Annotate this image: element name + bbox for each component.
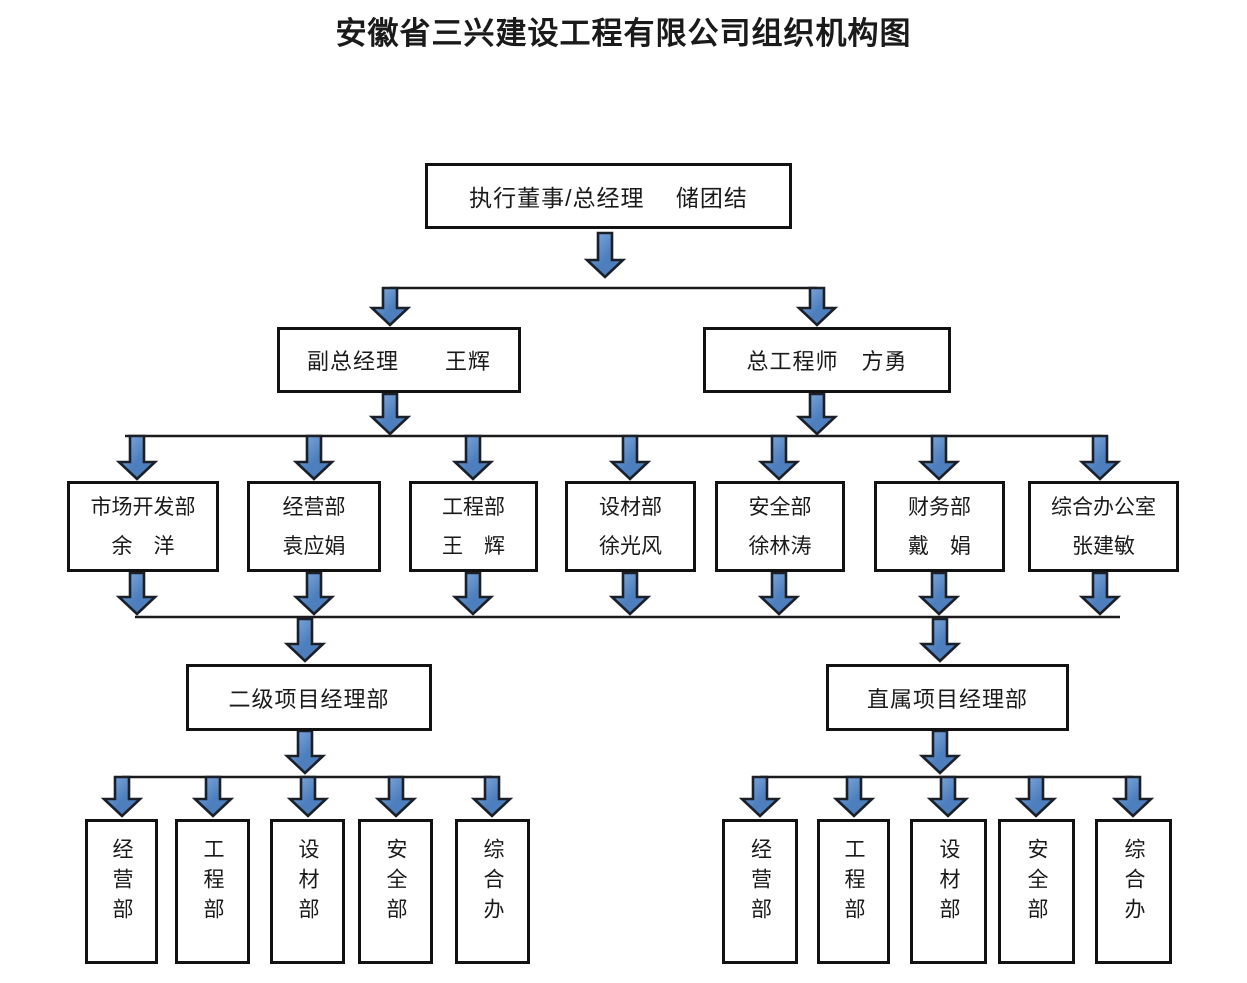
dept-name: 财务部 [908, 495, 971, 519]
node-sub-right-safety: 安全部 [998, 819, 1075, 964]
down-arrow-icon [608, 434, 652, 481]
down-arrow-icon [292, 571, 336, 616]
node-executive-director: 执行董事/总经理 储团结 [425, 163, 792, 229]
node-direct-project-dept: 直属项目经理部 [826, 664, 1069, 731]
down-arrow-icon [757, 571, 801, 616]
down-arrow-icon [583, 231, 627, 279]
sub-dept-label: 工程部 [842, 838, 865, 928]
node-sub-left-general-office: 综合办 [455, 819, 530, 964]
dept-name: 综合办公室 [1051, 495, 1156, 519]
dept-name: 设材部 [599, 495, 662, 519]
dept-manager: 戴 娟 [908, 534, 971, 558]
down-arrow-icon [368, 286, 412, 327]
sub-dept-label: 安全部 [1025, 838, 1048, 928]
down-arrow-icon [918, 729, 962, 775]
down-arrow-icon [1078, 571, 1122, 616]
node-sub-left-safety: 安全部 [358, 819, 433, 964]
sub-dept-label: 经营部 [748, 838, 772, 928]
node-label: 执行董事/总经理 储团结 [469, 185, 748, 211]
node-dept-safety: 安全部 徐林涛 [715, 481, 845, 572]
down-arrow-icon [1078, 434, 1122, 481]
dept-name: 安全部 [748, 495, 812, 519]
down-arrow-icon [917, 434, 961, 481]
down-arrow-icon [917, 571, 961, 616]
dept-manager: 袁应娟 [282, 534, 346, 558]
sub-dept-label: 设材部 [296, 838, 319, 928]
node-dept-operations: 经营部 袁应娟 [247, 481, 381, 572]
node-label: 副总经理 王辉 [306, 349, 491, 374]
down-arrow-icon [738, 775, 782, 818]
dept-manager: 徐光风 [599, 534, 662, 558]
node-dept-finance: 财务部 戴 娟 [874, 481, 1005, 572]
node-label: 直属项目经理部 [866, 686, 1028, 712]
down-arrow-icon [115, 434, 159, 481]
down-arrow-icon [286, 775, 330, 818]
sub-dept-label: 安全部 [384, 838, 407, 928]
dept-manager: 徐林涛 [748, 534, 812, 558]
down-arrow-icon [191, 775, 235, 818]
sub-dept-label: 综合办 [1122, 838, 1145, 928]
down-arrow-icon [374, 775, 418, 818]
down-arrow-icon [451, 571, 495, 616]
down-arrow-icon [918, 617, 962, 663]
node-sub-left-engineering: 工程部 [175, 819, 250, 964]
down-arrow-icon [292, 434, 336, 481]
sub-dept-label: 工程部 [201, 838, 224, 928]
node-sub-right-operations: 经营部 [722, 819, 798, 964]
dept-manager: 余 洋 [111, 534, 175, 558]
node-second-level-project-dept: 二级项目经理部 [186, 664, 432, 731]
node-label: 二级项目经理部 [228, 686, 390, 712]
dept-name: 经营部 [282, 495, 346, 519]
down-arrow-icon [283, 729, 327, 775]
sub-dept-label: 综合办 [481, 838, 504, 928]
down-arrow-icon [283, 617, 327, 663]
down-arrow-icon [368, 392, 412, 436]
node-dept-materials: 设材部 徐光风 [565, 481, 696, 572]
dept-manager: 王 辉 [442, 534, 505, 558]
down-arrow-icon [795, 392, 839, 436]
down-arrow-icon [115, 571, 159, 616]
node-sub-left-materials: 设材部 [270, 819, 345, 964]
node-deputy-general-manager: 副总经理 王辉 [277, 327, 521, 393]
node-label: 总工程师 方勇 [746, 349, 908, 374]
sub-dept-label: 设材部 [937, 838, 960, 928]
down-arrow-icon [1111, 775, 1155, 818]
node-dept-market-development: 市场开发部 余 洋 [67, 481, 219, 572]
down-arrow-icon [470, 775, 514, 818]
down-arrow-icon [100, 775, 144, 818]
page-title: 安徽省三兴建设工程有限公司组织机构图 [335, 16, 912, 51]
down-arrow-icon [757, 434, 801, 481]
node-sub-right-general-office: 综合办 [1095, 819, 1172, 964]
down-arrow-icon [926, 775, 970, 818]
down-arrow-icon [832, 775, 876, 818]
dept-name: 市场开发部 [90, 495, 196, 519]
dept-name: 工程部 [442, 495, 505, 519]
node-sub-right-engineering: 工程部 [817, 819, 890, 964]
node-sub-left-operations: 经营部 [85, 819, 158, 964]
dept-manager: 张建敏 [1072, 534, 1135, 558]
down-arrow-icon [795, 286, 839, 327]
node-chief-engineer: 总工程师 方勇 [703, 327, 951, 393]
sub-dept-label: 经营部 [110, 838, 133, 928]
node-sub-right-materials: 设材部 [910, 819, 987, 964]
down-arrow-icon [451, 434, 495, 481]
node-dept-engineering: 工程部 王 辉 [409, 481, 538, 572]
node-dept-general-office: 综合办公室 张建敏 [1028, 481, 1179, 572]
down-arrow-icon [1014, 775, 1058, 818]
down-arrow-icon [608, 571, 652, 616]
